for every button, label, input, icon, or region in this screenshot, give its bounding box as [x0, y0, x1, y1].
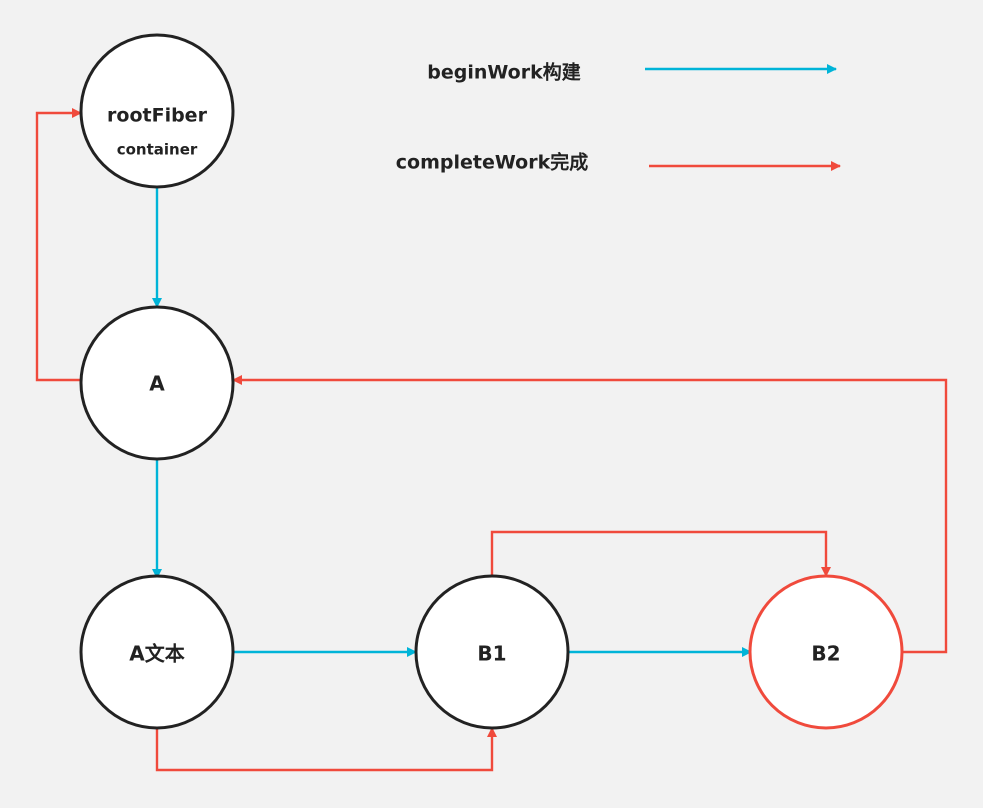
legend: beginWork构建 completeWork完成: [396, 61, 842, 174]
node-a: A: [79, 305, 235, 461]
node-b2-circle: [748, 574, 904, 730]
node-b1: B1: [414, 574, 570, 730]
node-root: rootFiber container: [79, 33, 235, 189]
node-b1-circle: [414, 574, 570, 730]
node-a-circle: [79, 305, 235, 461]
node-b2-label: B2: [811, 642, 840, 666]
edge-b2-complete-to-a: [231, 374, 948, 654]
edge-a-complete-to-root: [35, 107, 83, 382]
legend-begin-label: beginWork构建: [427, 61, 580, 84]
node-b1-label: B1: [477, 642, 506, 666]
node-atext-circle: [79, 574, 235, 730]
legend-complete-label: completeWork完成: [396, 151, 588, 174]
node-root-sublabel: container: [117, 141, 198, 159]
node-root-circle: [79, 33, 235, 189]
complete-edges: [35, 107, 948, 772]
begin-edges: [151, 187, 753, 658]
node-atext: A文本: [79, 574, 235, 730]
node-a-label: A: [149, 372, 165, 396]
edge-b1-complete-to-b2: [490, 530, 832, 578]
node-atext-label: A文本: [129, 642, 184, 666]
edge-atext-complete-to-b1: [155, 726, 498, 772]
node-b2: B2: [748, 574, 904, 730]
node-root-label: rootFiber: [107, 105, 208, 127]
